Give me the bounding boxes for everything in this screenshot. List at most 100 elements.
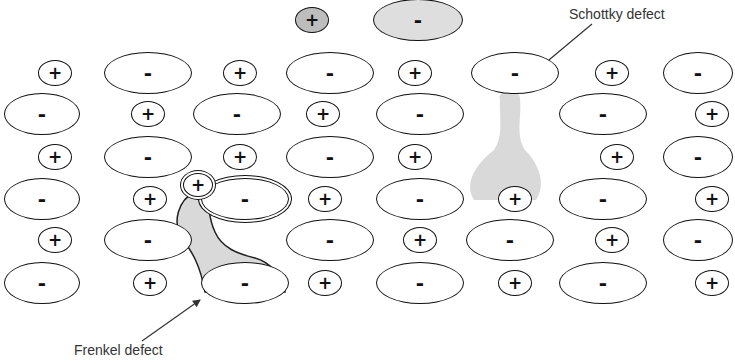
ion-charge: - [599, 104, 607, 124]
ion-charge: + [233, 65, 247, 82]
ion-charge: + [508, 275, 522, 292]
ion-charge: - [144, 63, 152, 83]
anion-circle: - [373, 0, 463, 41]
ion-charge: - [241, 189, 249, 209]
ion-charge: + [408, 149, 422, 166]
cation-circle: + [131, 101, 165, 127]
cation-circle: + [308, 270, 342, 296]
anion-circle: - [201, 262, 289, 304]
ion-charge: + [610, 149, 624, 166]
ion-charge: - [511, 63, 519, 83]
ion-charge: - [416, 273, 424, 293]
cation-circle: + [295, 7, 329, 33]
anion-circle: - [286, 219, 374, 261]
leader-line [142, 300, 200, 341]
anion-circle: - [559, 93, 647, 135]
ion-charge: + [413, 232, 427, 249]
ion-charge: + [705, 191, 719, 208]
ion-charge: + [408, 65, 422, 82]
ion-charge: + [605, 232, 619, 249]
ion-charge: + [705, 275, 719, 292]
anion-circle: - [471, 52, 559, 94]
ion-charge: - [144, 147, 152, 167]
cation-circle: + [38, 227, 72, 253]
ion-charge: + [318, 191, 332, 208]
ion-charge: - [326, 63, 334, 83]
ion-charge: + [233, 149, 247, 166]
defect-label: Schottky defect [567, 6, 667, 22]
anion-circle: - [4, 178, 80, 220]
ion-charge: - [414, 10, 422, 30]
anion-circle: - [286, 52, 374, 94]
ion-charge: + [141, 106, 155, 123]
ion-charge: + [48, 65, 62, 82]
cation-circle: + [595, 60, 629, 86]
ion-charge: - [694, 230, 702, 250]
cation-circle: + [498, 270, 532, 296]
cation-circle: + [308, 186, 342, 212]
ion-charge: + [305, 12, 319, 29]
anion-circle: - [376, 262, 464, 304]
ion-charge: - [38, 273, 46, 293]
anion-circle: - [663, 52, 733, 94]
anion-circle: - [559, 262, 647, 304]
cation-circle: + [223, 144, 257, 170]
ion-charge: - [416, 189, 424, 209]
cation-circle: + [695, 186, 729, 212]
ion-charge: - [416, 104, 424, 124]
anion-circle: - [4, 93, 80, 135]
ion-charge: + [143, 275, 157, 292]
cation-circle: + [223, 60, 257, 86]
ion-charge: + [318, 275, 332, 292]
defect-label: Frenkel defect [72, 342, 165, 358]
cation-circle: + [695, 101, 729, 127]
ion-charge: - [599, 189, 607, 209]
anion-circle: - [104, 52, 192, 94]
cation-circle: + [403, 227, 437, 253]
ion-charge: + [605, 65, 619, 82]
anion-circle: - [286, 136, 374, 178]
ion-charge: - [326, 230, 334, 250]
anion-circle: - [663, 136, 733, 178]
schottky-vacancy [470, 91, 541, 200]
ion-charge: - [38, 104, 46, 124]
ion-charge: + [316, 106, 330, 123]
cation-circle: + [398, 60, 432, 86]
cation-circle: + [133, 186, 167, 212]
anion-circle: - [201, 178, 289, 220]
ion-charge: - [38, 189, 46, 209]
cation-circle: + [398, 144, 432, 170]
ion-charge: - [144, 230, 152, 250]
ion-charge: + [191, 177, 205, 194]
ion-charge: + [48, 149, 62, 166]
anion-circle: - [376, 178, 464, 220]
ion-charge: - [694, 63, 702, 83]
cation-circle: + [695, 270, 729, 296]
anion-circle: - [104, 219, 192, 261]
ion-charge: - [326, 147, 334, 167]
ion-charge: - [599, 273, 607, 293]
cation-circle: + [306, 101, 340, 127]
anion-circle: - [663, 219, 733, 261]
cation-circle: + [600, 144, 634, 170]
anion-circle: - [376, 93, 464, 135]
cation-circle: + [595, 227, 629, 253]
ion-charge: + [508, 191, 522, 208]
ion-charge: - [233, 104, 241, 124]
anion-circle: - [104, 136, 192, 178]
anion-circle: - [559, 178, 647, 220]
ion-charge: + [48, 232, 62, 249]
ion-charge: - [506, 230, 514, 250]
ion-charge: - [694, 147, 702, 167]
cation-circle: + [38, 144, 72, 170]
anion-circle: - [4, 262, 80, 304]
cation-circle: + [38, 60, 72, 86]
anion-circle: - [466, 219, 554, 261]
anion-circle: - [193, 93, 281, 135]
ion-charge: + [705, 106, 719, 123]
ion-charge: - [241, 273, 249, 293]
ion-charge: + [143, 191, 157, 208]
cation-circle: + [183, 173, 213, 197]
cation-circle: + [498, 186, 532, 212]
